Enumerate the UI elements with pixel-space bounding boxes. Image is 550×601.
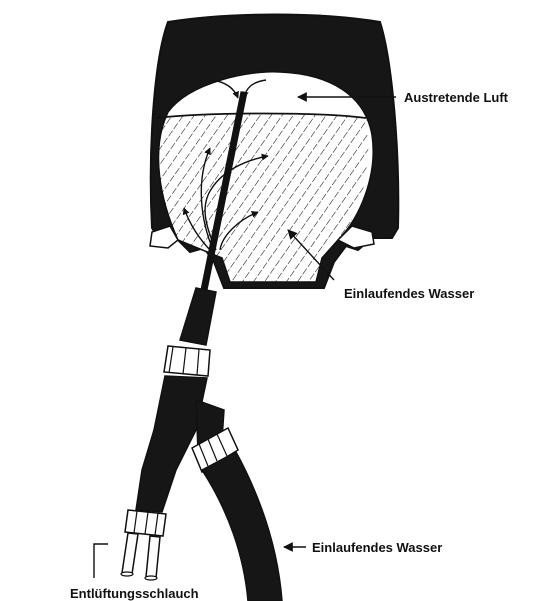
water-hose: [202, 452, 282, 601]
label-vent-hose: Entlüftungsschlauch: [70, 586, 199, 601]
vent-hose-body: [136, 376, 207, 512]
callout-vent-hose: [94, 544, 108, 578]
label-water-in-hose: Einlaufendes Wasser: [312, 540, 442, 555]
y-connector: [136, 376, 282, 601]
lance-sleeve: [180, 288, 216, 345]
label-air-out: Austretende Luft: [404, 90, 509, 105]
label-water-in-tire: Einlaufendes Wasser: [344, 286, 474, 301]
tire: [150, 15, 398, 289]
vent-fitting: [121, 510, 166, 580]
vent-tube-left: [122, 533, 138, 574]
vent-tube-right: [146, 536, 160, 578]
